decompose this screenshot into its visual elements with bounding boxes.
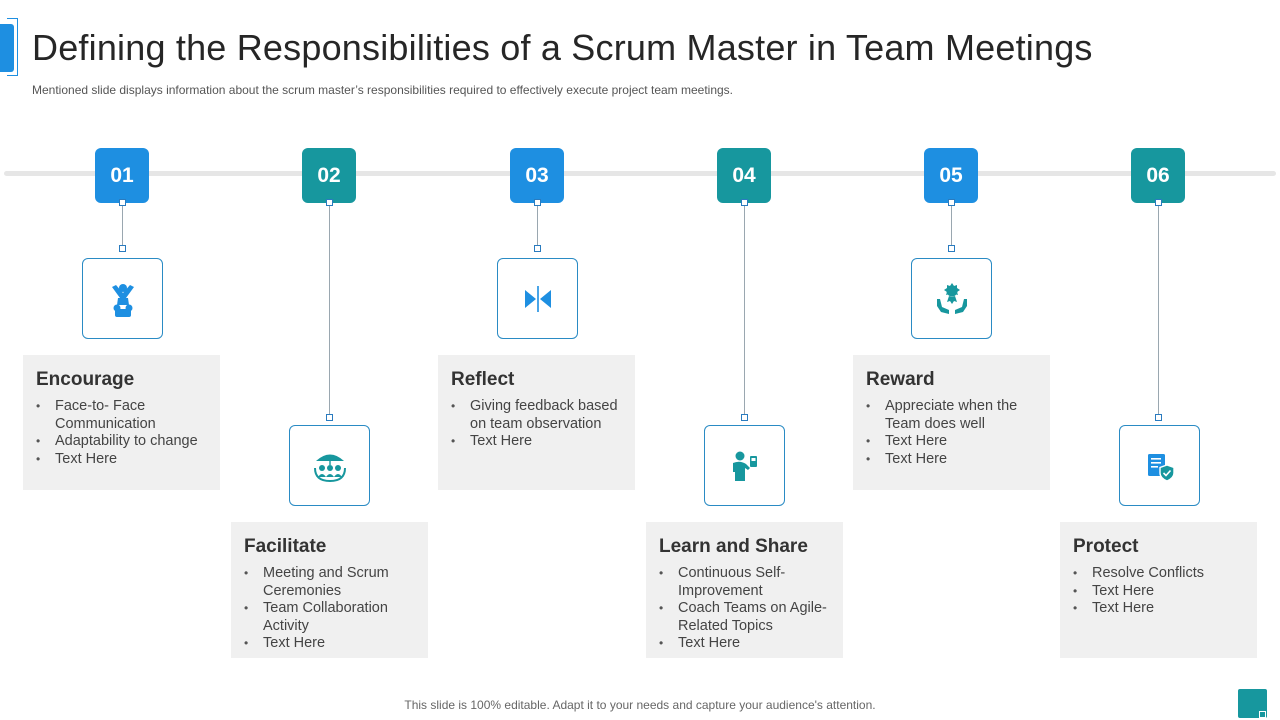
bullet-item: Text Here [451,433,622,451]
connector-dot-top [119,199,126,206]
card-title: Protect [1073,536,1139,557]
slide-subtitle: Mentioned slide displays information abo… [32,83,734,97]
bullet-list: Continuous Self-Improvement Coach Teams … [659,565,830,653]
connector-dot-top [326,199,333,206]
bullet-item: Text Here [659,635,830,653]
step-number-badge: 05 [924,148,978,203]
card-title: Reward [866,369,935,390]
card-title: Reflect [451,369,515,390]
bullet-item: Continuous Self-Improvement [659,565,830,600]
step-number-badge: 01 [95,148,149,203]
bullet-list: Face-to- Face Communication Adaptability… [36,398,207,468]
title-accent-bar [0,24,14,72]
timeline-line [4,171,1276,176]
card-title: Encourage [36,369,135,390]
icon-frame [289,425,370,506]
encourage-person-icon [111,283,134,317]
connector-dot-top [741,199,748,206]
bullet-item: Adaptability to change [36,433,207,451]
icon-frame [911,258,992,339]
connector-dot-bottom [1155,414,1162,421]
step-card: Encourage Face-to- Face Communication Ad… [23,355,220,490]
step-card: Facilitate Meeting and Scrum Ceremonies … [231,522,428,658]
icon-frame [704,425,785,506]
step-card: Learn and Share Continuous Self-Improvem… [646,522,843,658]
step-connector [951,203,952,246]
bullet-item: Text Here [1073,583,1244,601]
step-connector [744,203,745,415]
step-number-badge: 02 [302,148,356,203]
icon-frame [1119,425,1200,506]
bullet-item: Giving feedback based on team observatio… [451,398,622,433]
connector-dot-top [1155,199,1162,206]
bullet-item: Face-to- Face Communication [36,398,207,433]
icon-frame [497,258,578,339]
bullet-list: Meeting and Scrum Ceremonies Team Collab… [244,565,415,653]
step-number-badge: 06 [1131,148,1185,203]
bullet-list: Giving feedback based on team observatio… [451,398,622,451]
bullet-item: Text Here [866,451,1037,469]
connector-dot-bottom [534,245,541,252]
bullet-item: Text Here [244,635,415,653]
slide-title: Defining the Responsibilities of a Scrum… [32,27,1093,68]
step-connector [1158,203,1159,415]
reflect-arrows-icon [524,285,551,312]
bullet-item: Text Here [866,433,1037,451]
connector-dot-bottom [119,245,126,252]
connector-dot-bottom [741,414,748,421]
icon-frame [82,258,163,339]
award-hands-icon [936,282,967,314]
bullet-item: Appreciate when the Team does well [866,398,1037,433]
step-card: Reward Appreciate when the Team does wel… [853,355,1050,490]
connector-dot-top [534,199,541,206]
connector-dot-top [948,199,955,206]
connector-dot-bottom [326,414,333,421]
step-connector [537,203,538,246]
bullet-item: Text Here [36,451,207,469]
bullet-item: Meeting and Scrum Ceremonies [244,565,415,600]
card-title: Facilitate [244,536,327,557]
team-umbrella-icon [313,454,346,482]
step-card: Reflect Giving feedback based on team ob… [438,355,635,490]
footer-note: This slide is 100% editable. Adapt it to… [404,698,876,712]
bullet-item: Team Collaboration Activity [244,600,415,635]
bullet-item: Resolve Conflicts [1073,565,1244,583]
step-connector [329,203,330,415]
corner-mark [1259,711,1266,718]
bullet-list: Appreciate when the Team does well Text … [866,398,1037,468]
person-presenting-icon [732,451,757,481]
step-number-badge: 04 [717,148,771,203]
protected-document-icon [1147,453,1175,482]
step-connector [122,203,123,246]
step-card: Protect Resolve Conflicts Text Here Text… [1060,522,1257,658]
connector-dot-bottom [948,245,955,252]
title-accent-outline [7,18,18,76]
card-title: Learn and Share [659,536,808,557]
bullet-list: Resolve Conflicts Text Here Text Here [1073,565,1244,618]
step-number-badge: 03 [510,148,564,203]
bullet-item: Text Here [1073,600,1244,618]
bullet-item: Coach Teams on Agile-Related Topics [659,600,830,635]
